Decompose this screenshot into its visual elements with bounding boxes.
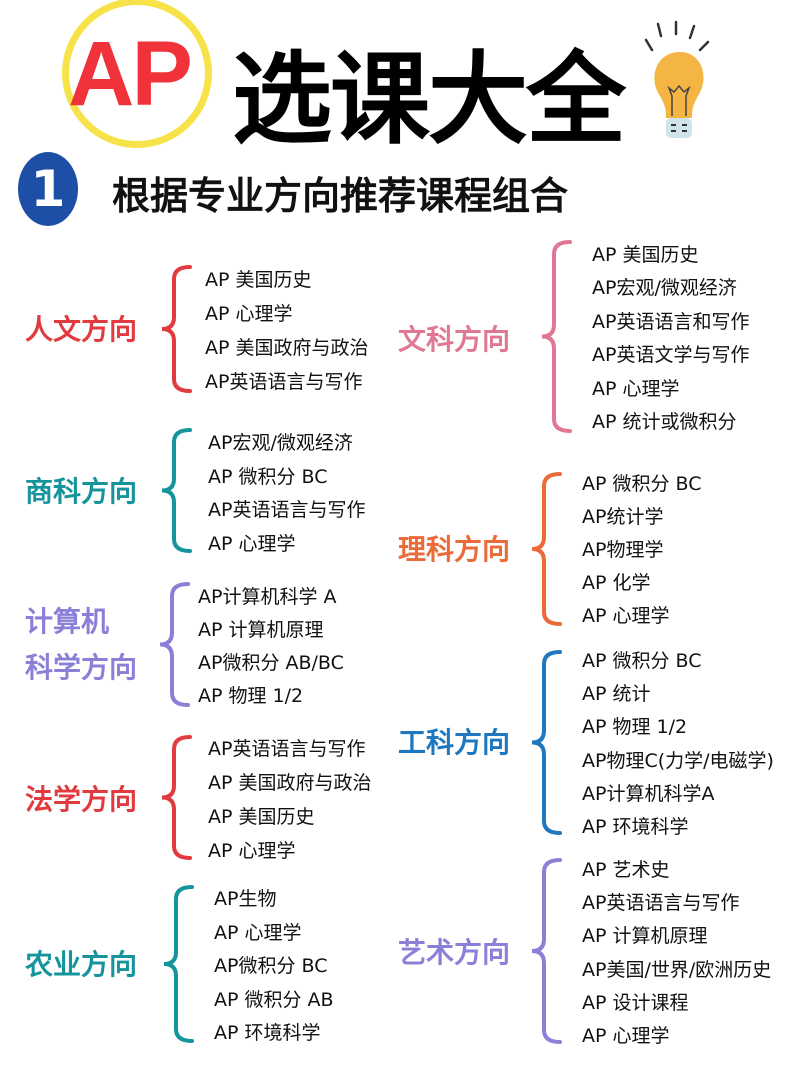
course-item: AP 美国历史 [592,244,699,266]
group-label: 农业方向 [25,942,137,988]
brace-icon [531,858,562,1044]
group-label: 计算机科学方向 [25,599,137,691]
brace-icon [541,240,572,433]
course-item: AP 环境科学 [582,816,689,838]
course-item: AP美国/世界/欧洲历史 [582,958,772,981]
course-item: AP 计算机原理 [582,925,708,948]
course-item: AP宏观/微观经济 [208,432,353,454]
course-item: AP英语语言与写作 [208,738,366,760]
course-item: AP 统计或微积分 [592,411,737,433]
course-item: AP英语语言和写作 [592,310,750,333]
brace-icon [159,582,190,707]
brace-icon [163,885,194,1043]
course-item: AP生物 [214,888,277,910]
lightbulb-icon [644,20,710,138]
ap-badge: AP [68,23,193,125]
course-item: AP 微积分 AB [214,988,334,1011]
group-label: 人文方向 [25,307,137,353]
course-item: AP微积分 BC [214,955,328,977]
course-item: AP物理C(力学/电磁学) [582,749,774,772]
course-item: AP英语文学与写作 [592,344,750,367]
badge-circle [62,0,212,148]
course-item: AP统计学 [582,506,664,528]
course-item: AP 心理学 [582,1025,670,1047]
group-label-line: 农业方向 [25,948,138,981]
group-label-line: 人文方向 [25,313,138,346]
course-item: AP 设计课程 [582,991,689,1014]
course-item: AP 环境科学 [214,1022,321,1044]
group-label-line: 工科方向 [398,726,511,759]
course-item: AP英语语言与写作 [582,892,740,915]
course-item: AP 心理学 [208,532,296,555]
course-item: AP宏观/微观经济 [592,277,737,300]
course-item: AP微积分 AB/BC [198,652,344,674]
course-item: AP 艺术史 [582,859,670,881]
course-item: AP 计算机原理 [198,619,324,641]
course-item: AP 心理学 [214,921,302,944]
course-item: AP 微积分 BC [582,473,702,495]
course-item: AP 美国政府与政治 [205,337,369,359]
course-item: AP 心理学 [582,605,670,627]
brace-icon [531,650,562,835]
group-label-line: 科学方向 [25,651,138,684]
course-item: AP 美国历史 [208,806,315,828]
group-label: 理科方向 [398,527,510,573]
course-item: AP 心理学 [205,303,293,325]
course-item: AP英语语言与写作 [205,371,363,393]
section-number-badge: 1 [18,152,78,226]
course-item: AP 美国历史 [205,269,312,291]
brace-icon [531,472,562,626]
course-item: AP计算机科学A [582,782,715,805]
group-label: 法学方向 [25,777,137,823]
course-item: AP 心理学 [592,377,680,400]
group-label: 文科方向 [398,317,510,363]
course-item: AP 物理 1/2 [198,685,304,707]
course-item: AP 微积分 BC [582,650,702,672]
group-label: 商科方向 [25,469,137,515]
course-item: AP 心理学 [208,840,296,862]
course-item: AP物理学 [582,539,664,561]
course-item: AP 化学 [582,572,651,594]
course-item: AP 物理 1/2 [582,716,688,739]
course-item: AP英语语言与写作 [208,499,366,521]
group-label-line: 艺术方向 [398,936,511,969]
section-subtitle: 根据专业方向推荐课程组合 [112,174,569,218]
course-item: AP 统计 [582,683,651,706]
course-item: AP计算机科学 A [198,586,337,608]
group-label: 工科方向 [398,720,510,766]
group-label-line: 商科方向 [25,475,138,508]
brace-icon [161,735,192,860]
group-label-line: 法学方向 [25,783,138,816]
group-label-line: 文科方向 [398,323,511,356]
group-label: 艺术方向 [398,930,510,976]
course-item: AP 微积分 BC [208,465,328,488]
page-title: 选课大全 [232,41,626,158]
brace-icon [161,428,192,553]
brace-icon [161,265,192,393]
course-item: AP 美国政府与政治 [208,772,372,794]
group-label-line: 计算机 [25,605,110,638]
group-label-line: 理科方向 [398,533,511,566]
